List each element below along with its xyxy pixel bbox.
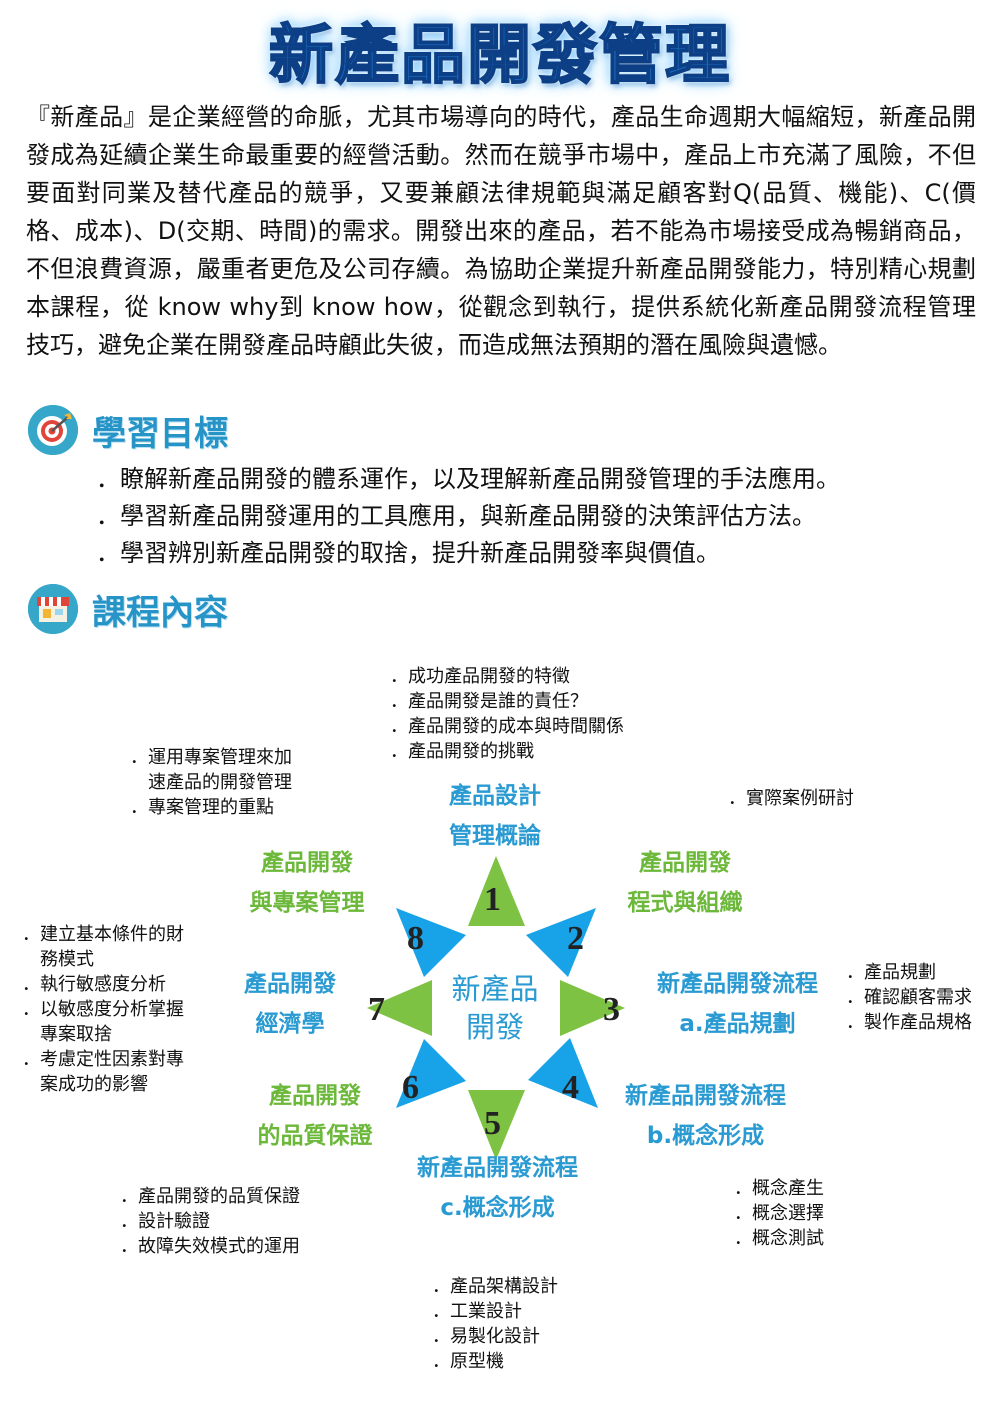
content-title: 課程內容 — [92, 592, 228, 633]
node-line: 的品質保證 — [257, 1123, 373, 1149]
arrow-2 — [526, 908, 596, 977]
note-line: ．易製化設計 — [432, 1326, 540, 1347]
diagram-center: 新產品 開發 — [440, 970, 550, 1046]
node-1: 產品設計 管理概論 — [400, 776, 590, 856]
node-line: 新產品開發流程 — [625, 1083, 786, 1109]
arrow-3 — [560, 980, 625, 1036]
goal-item: ．學習辨別新產品開發的取捨，提升新產品開發率與價值。 — [96, 539, 720, 567]
node-6: 產品開發 的品質保證 — [220, 1076, 410, 1156]
node-8: 產品開發 與專案管理 — [212, 843, 402, 923]
note-line: ．產品開發是誰的責任？ — [390, 691, 588, 712]
node-line: c.概念形成 — [440, 1195, 555, 1221]
center-line: 新產品 — [451, 972, 539, 1006]
step-number-2: 2 — [567, 920, 584, 957]
goals-list: ．瞭解新產品開發的體系運作，以及理解新產品開發管理的手法應用。 ．學習新產品開發… — [96, 461, 840, 572]
arrow-1 — [468, 856, 525, 926]
node-4: 新產品開發流程 b.概念形成 — [598, 1076, 813, 1156]
node-line: 管理概論 — [449, 823, 541, 849]
note-2: ．實際案例研討 — [728, 786, 854, 811]
node-line: 與專案管理 — [249, 890, 365, 916]
step-number-1: 1 — [484, 881, 501, 918]
note-line: ．以敏感度分析掌握 — [22, 999, 184, 1020]
node-line: 產品開發 — [261, 850, 353, 876]
note-line: ．產品開發的挑戰 — [390, 741, 534, 762]
note-line: ．設計驗證 — [120, 1211, 210, 1232]
note-7: ．建立基本條件的財 務模式 ．執行敏感度分析 ．以敏感度分析掌握 專案取捨 ．考… — [22, 922, 184, 1097]
step-number-8: 8 — [407, 920, 424, 957]
node-line: 產品開發 — [269, 1083, 361, 1109]
node-line: a.產品規劃 — [679, 1011, 796, 1037]
note-line: 案成功的影響 — [22, 1074, 148, 1095]
node-line: 新產品開發流程 — [417, 1155, 578, 1181]
arrow-6 — [396, 1039, 466, 1108]
node-line: 程式與組織 — [627, 890, 743, 916]
note-line: ．產品規劃 — [846, 962, 936, 983]
note-line: ．故障失效模式的運用 — [120, 1236, 300, 1257]
node-2: 產品開發 程式與組織 — [590, 843, 780, 923]
node-line: 新產品開發流程 — [657, 971, 818, 997]
step-number-7: 7 — [368, 991, 385, 1028]
goals-heading: 學習目標 — [28, 404, 228, 456]
note-line: ．原型機 — [432, 1351, 504, 1372]
node-line: 產品開發 — [639, 850, 731, 876]
note-line: ．運用專案管理來加 — [130, 747, 292, 768]
note-5: ．產品架構設計 ．工業設計 ．易製化設計 ．原型機 — [432, 1274, 558, 1374]
note-1: ．成功產品開發的特徵 ．產品開發是誰的責任？ ．產品開發的成本與時間關係 ．產品… — [390, 664, 624, 764]
content-heading: 課程內容 — [28, 583, 228, 635]
note-line: ．概念測試 — [734, 1228, 824, 1249]
node-line: 經濟學 — [255, 1011, 325, 1037]
note-line: ．專案管理的重點 — [130, 797, 274, 818]
node-line: 產品設計 — [449, 783, 541, 809]
arrow-4 — [528, 1038, 598, 1108]
node-7: 產品開發 經濟學 — [200, 964, 380, 1044]
center-line: 開發 — [465, 1010, 524, 1044]
goals-title: 學習目標 — [92, 413, 228, 454]
note-line: ．產品開發的品質保證 — [120, 1186, 300, 1207]
goal-item: ．學習新產品開發運用的工具應用，與新產品開發的決策評估方法。 — [96, 502, 816, 530]
note-8: ．運用專案管理來加 速產品的開發管理 ．專案管理的重點 — [130, 745, 292, 820]
target-icon — [28, 405, 78, 455]
goal-item: ．瞭解新產品開發的體系運作，以及理解新產品開發管理的手法應用。 — [96, 465, 840, 493]
step-number-3: 3 — [603, 991, 620, 1028]
note-4: ．概念產生 ．概念選擇 ．概念測試 — [734, 1176, 824, 1251]
note-line: 務模式 — [22, 949, 94, 970]
note-line: ．概念選擇 — [734, 1203, 824, 1224]
note-line: 速產品的開發管理 — [130, 772, 292, 793]
note-line: ．執行敏感度分析 — [22, 974, 166, 995]
note-line: ．製作產品規格 — [846, 1012, 972, 1033]
arrow-5 — [468, 1090, 525, 1160]
note-line: 專案取捨 — [22, 1024, 112, 1045]
node-line: 產品開發 — [244, 971, 336, 997]
node-5: 新產品開發流程 c.概念形成 — [390, 1148, 605, 1228]
note-3: ．產品規劃 ．確認顧客需求 ．製作產品規格 — [846, 960, 972, 1035]
arrow-8 — [396, 908, 466, 977]
step-number-6: 6 — [402, 1069, 419, 1106]
note-line: ．建立基本條件的財 — [22, 924, 184, 945]
note-line: ．實際案例研討 — [728, 788, 854, 809]
step-number-5: 5 — [484, 1105, 501, 1142]
note-line: ．概念產生 — [734, 1178, 824, 1199]
intro-paragraph: 『新產品』是企業經營的命脈，尤其市場導向的時代，產品生命週期大幅縮短，新產品開發… — [26, 103, 976, 359]
note-line: ．考慮定性因素對專 — [22, 1049, 184, 1070]
note-line: ．產品開發的成本與時間關係 — [390, 716, 624, 737]
node-3: 新產品開發流程 a.產品規劃 — [630, 964, 845, 1044]
note-line: ．產品架構設計 — [432, 1276, 558, 1297]
storefront-icon — [28, 584, 78, 634]
node-line: b.概念形成 — [646, 1123, 765, 1149]
arrow-7 — [367, 980, 432, 1036]
page-title: 新產品開發管理 — [268, 18, 731, 94]
note-line: ．成功產品開發的特徵 — [390, 666, 570, 687]
note-line: ．確認顧客需求 — [846, 987, 972, 1008]
note-line: ．工業設計 — [432, 1301, 522, 1322]
step-number-4: 4 — [562, 1069, 579, 1106]
note-6: ．產品開發的品質保證 ．設計驗證 ．故障失效模式的運用 — [120, 1184, 300, 1259]
